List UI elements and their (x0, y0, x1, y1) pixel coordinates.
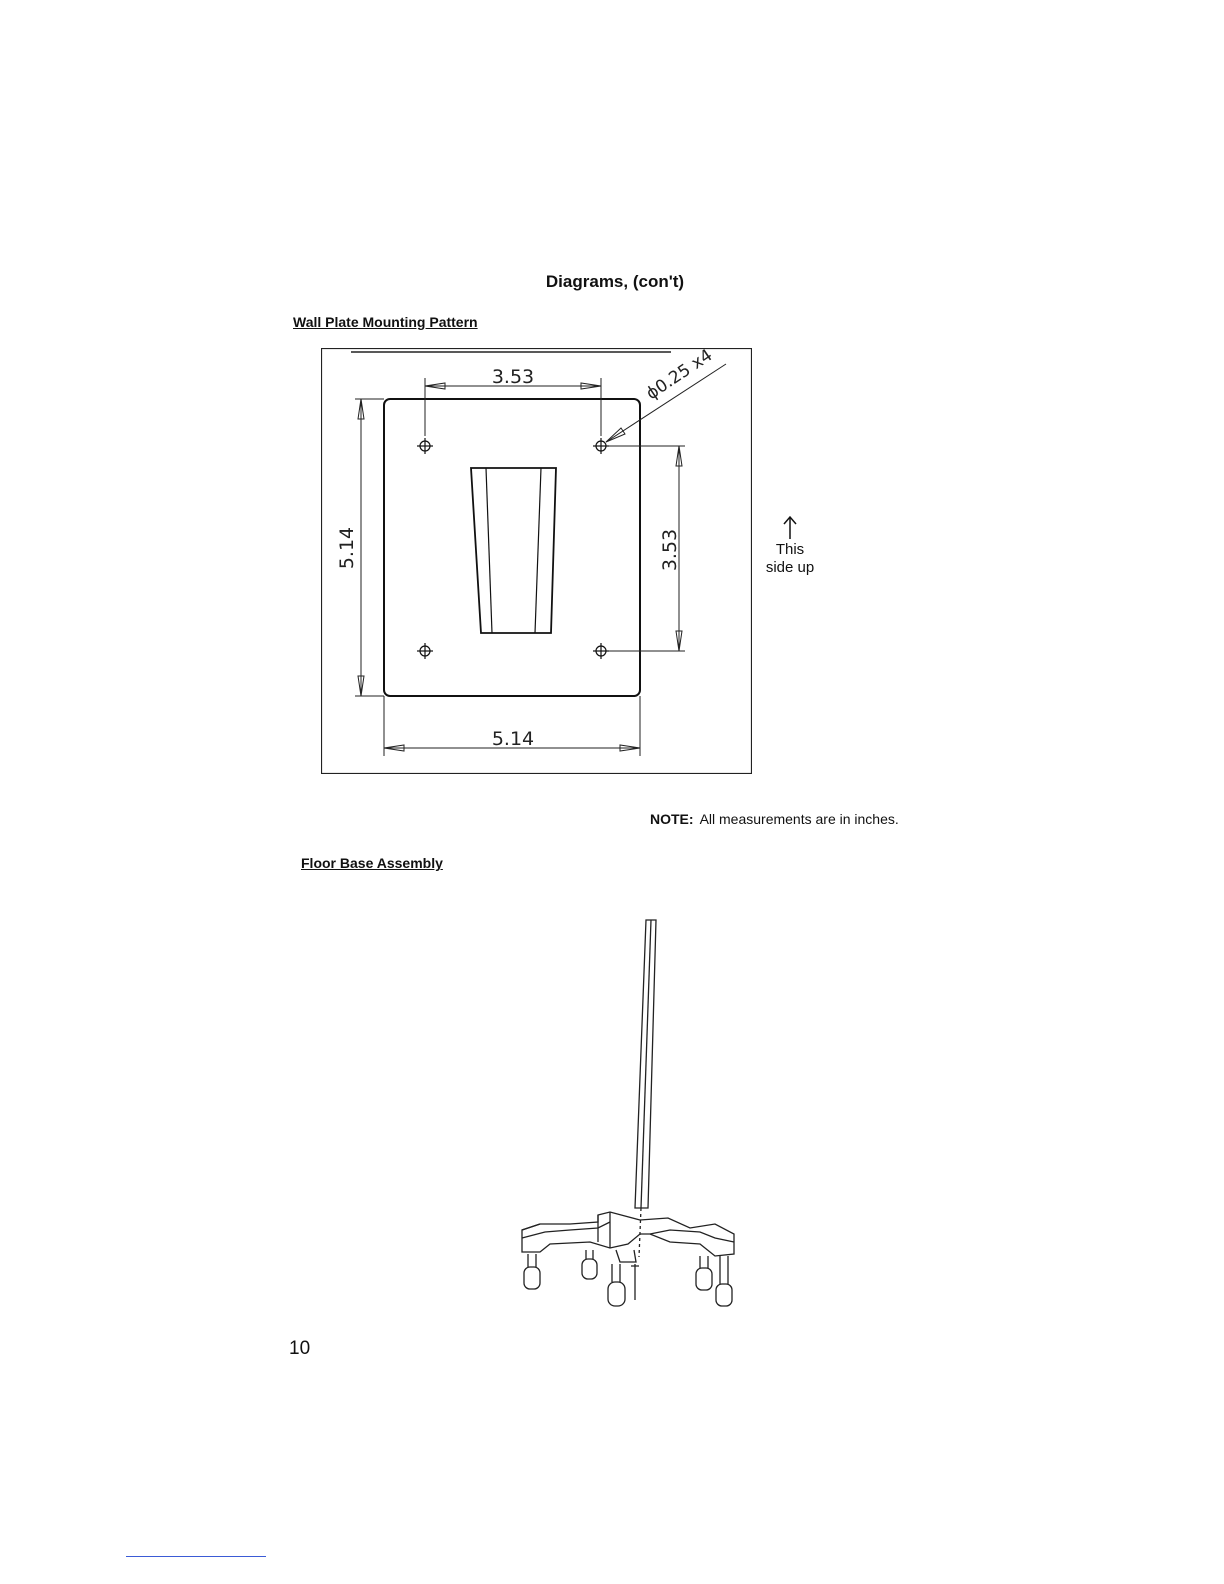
measurement-note: NOTE: All measurements are in inches. (650, 811, 899, 827)
dim-hole-spacing-horizontal: 3.53 (492, 366, 534, 388)
orientation-indicator: This side up (760, 515, 820, 577)
page-title: Diagrams, (con't) (3, 272, 1224, 292)
note-text: All measurements are in inches. (700, 811, 899, 827)
floor-base-diagram (510, 912, 760, 1312)
orientation-label-line1: This (760, 541, 820, 559)
page-number: 10 (289, 1338, 310, 1360)
note-label: NOTE: (650, 811, 694, 827)
dim-plate-width: 5.14 (492, 728, 534, 750)
wall-plate-heading: Wall Plate Mounting Pattern (293, 314, 478, 330)
hole-callout: ϕ0.25 x4 (643, 348, 717, 404)
orientation-label-line2: side up (760, 559, 820, 577)
wall-plate-diagram: 3.53 5.14 5.14 3.53 ϕ0.25 x4 (321, 348, 752, 774)
dim-plate-height: 5.14 (336, 527, 358, 569)
floor-base-heading: Floor Base Assembly (301, 855, 443, 871)
arrow-up-icon (783, 515, 797, 539)
footer-rule (126, 1556, 266, 1557)
dim-hole-spacing-vertical: 3.53 (659, 529, 681, 571)
